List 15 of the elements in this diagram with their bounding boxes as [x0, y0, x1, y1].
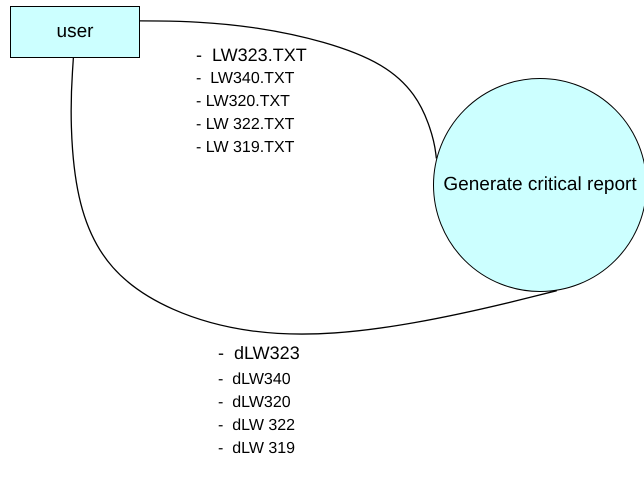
file-name-label: - dLW320 [218, 393, 291, 412]
file-name-label: - LW 322.TXT [196, 115, 294, 134]
node-label: Generate critical report [442, 173, 638, 197]
file-name-label: - LW320.TXT [196, 92, 290, 111]
connector-line [140, 20, 437, 158]
file-name-label: - dLW 319 [218, 439, 296, 458]
file-name-label: - dLW323 [218, 344, 300, 363]
connector-line [70, 58, 557, 335]
file-name-label: - LW 319.TXT [196, 138, 294, 157]
node-label: user [56, 20, 94, 44]
file-name-label: - dLW 322 [218, 416, 296, 435]
entity-box [10, 6, 140, 58]
file-name-label: - dLW340 [218, 370, 291, 389]
file-name-label: - LW323.TXT [196, 46, 307, 65]
file-name-label: - LW340.TXT [196, 69, 294, 88]
